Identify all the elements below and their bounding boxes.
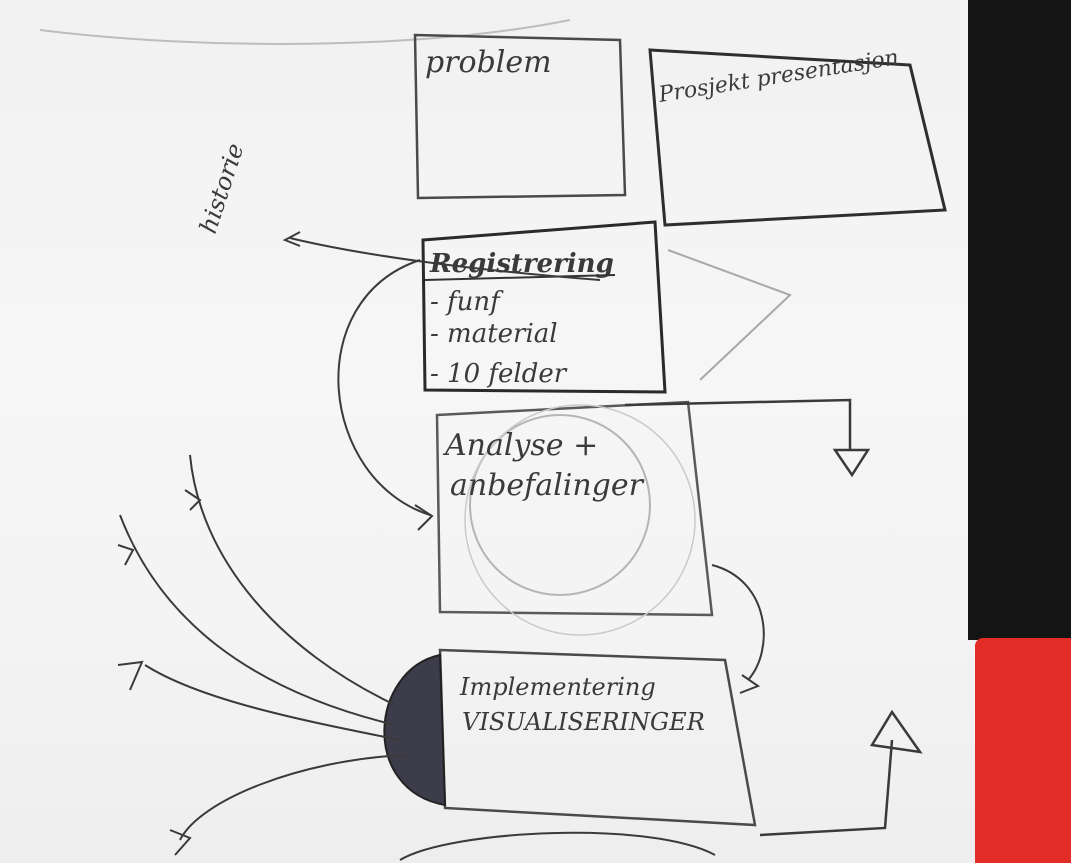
problem-box: problem xyxy=(413,33,627,200)
registration-box: Registrering - funf - material - 10 feld… xyxy=(421,220,667,394)
historie-label: historie xyxy=(194,140,249,237)
presentation-box: Prosjekt presentasjon xyxy=(648,45,947,227)
implementation-label-1: Implementering xyxy=(459,673,656,701)
registration-item-2: - material xyxy=(430,319,558,349)
red-object xyxy=(975,638,1071,863)
bottom-curve xyxy=(399,831,716,861)
problem-label: problem xyxy=(425,45,552,80)
dark-background xyxy=(968,0,1071,640)
registration-item-3: - 10 felder xyxy=(430,359,568,389)
implementation-label-2: VISUALISERINGER xyxy=(462,708,705,736)
curve-arrow-analysis-implementation xyxy=(711,564,765,681)
down-arrow-right xyxy=(624,398,871,478)
presentation-label: Prosjekt presentasjon xyxy=(656,45,900,108)
faint-triangle xyxy=(667,249,792,381)
faint-top-curve xyxy=(39,19,571,45)
paper-sheet xyxy=(0,0,985,863)
registration-item-1: - funf xyxy=(430,287,504,317)
analysis-box: Analyse + anbefalinger xyxy=(435,400,714,636)
analysis-label-2: anbefalinger xyxy=(450,468,645,503)
fan-lines xyxy=(119,454,406,841)
up-arrow-bottom-right xyxy=(759,709,923,837)
implementation-box: Implementering VISUALISERINGER xyxy=(383,648,757,827)
registration-label: Registrering xyxy=(429,249,614,279)
shaded-half-circle xyxy=(383,653,447,807)
curve-arrow-registration-analysis xyxy=(337,259,431,516)
analysis-label-1: Analyse + xyxy=(442,428,598,463)
